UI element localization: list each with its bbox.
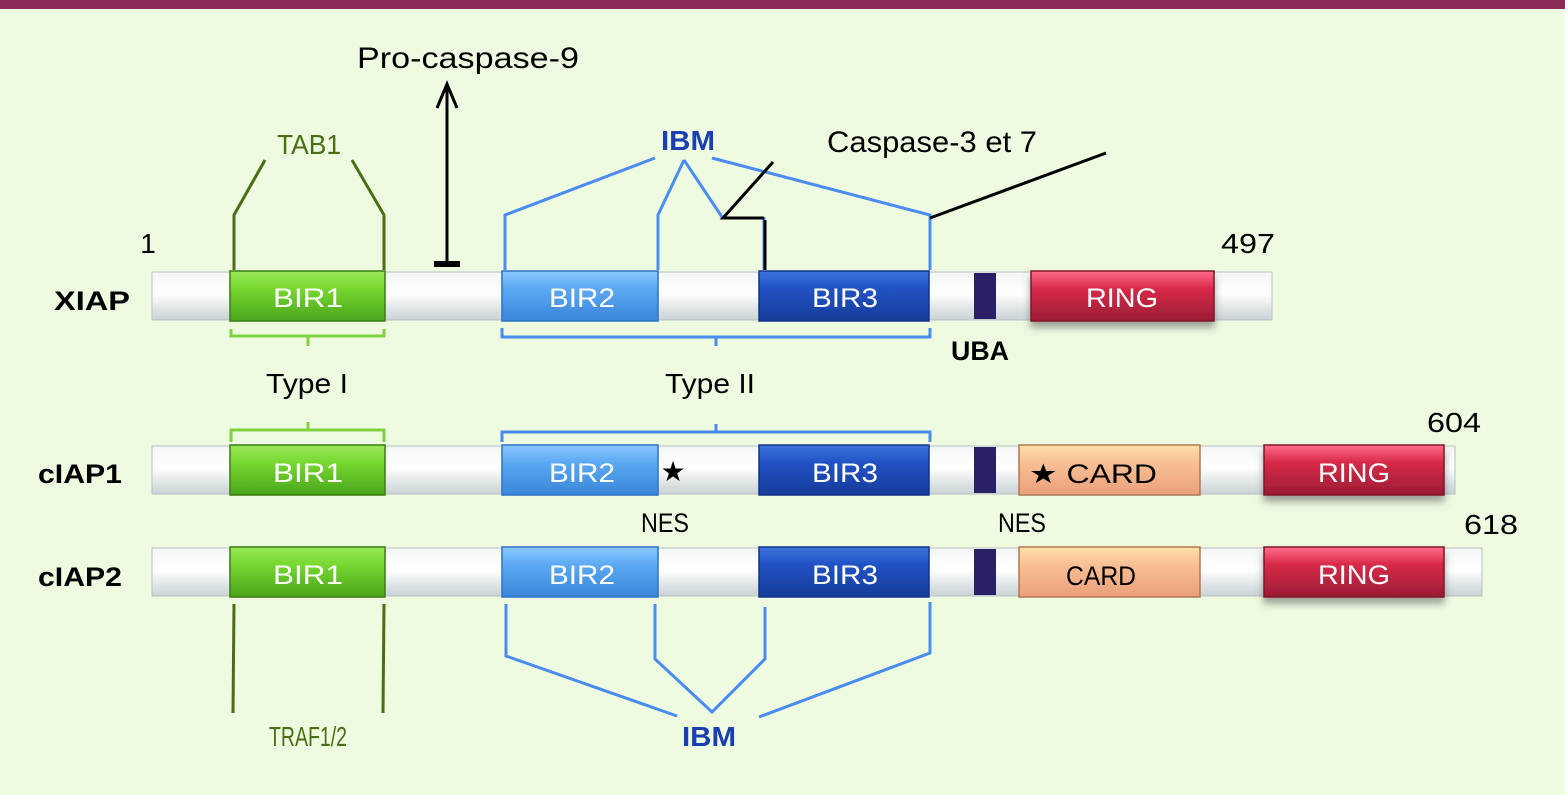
domain-label: BIR1 [273,458,343,488]
domain-label: RING [1086,283,1158,313]
nes-label-1: NES [641,508,689,538]
caspase-bracket [719,151,1107,270]
domain-bir3 [758,546,930,598]
type2-label: Type II [665,368,755,399]
pro-caspase-9-label: Pro-caspase-9 [357,42,579,75]
domain-card [1018,546,1201,598]
ibm-top-label: IBM [661,125,715,156]
domain-label: BIR2 [549,560,615,590]
ibm-bottom-bracket [504,602,932,719]
type1-label: Type I [266,368,348,399]
domain-label: BIR1 [273,283,343,313]
domain-label: BIR2 [549,283,615,313]
domain-label: BIR2 [549,458,615,488]
ibm-bottom-label: IBM [682,721,736,752]
domain-bir1 [229,444,386,496]
protein-length-ciap1: 604 [1427,407,1481,438]
domain-uba [974,447,996,493]
domain-label: CARD [1066,561,1136,591]
domain-bir1 [229,546,386,598]
protein-length-xiap: 497 [1221,228,1275,259]
domain-label: BIR1 [273,560,343,590]
header-bar [0,0,1565,9]
domain-ring [1030,270,1215,322]
protein-name-ciap1: cIAP1 [38,459,122,489]
nes-label-2: NES [998,508,1046,538]
domain-bir2 [501,270,659,322]
domain-ring [1263,546,1445,598]
domain-bir3 [758,444,930,496]
domain-uba [974,273,996,319]
protein-name-xiap: XIAP [54,286,130,316]
domain-ring [1263,444,1445,496]
type1-bracket-bottom [229,422,386,442]
domain-label: BIR3 [812,560,878,590]
traf1-2-label: TRAF1/2 [269,721,347,752]
inhibition-arrow [434,80,460,267]
domain-bir2 [501,546,659,598]
ibm-top-bracket [503,156,932,270]
domain-label: ★ CARD [1029,459,1157,489]
domain-bir1 [229,270,386,322]
type1-bracket-top [229,329,386,346]
protein-length-ciap2: 618 [1464,509,1518,540]
tab1-bracket [232,159,386,270]
protein-name-ciap2: cIAP2 [38,562,122,592]
type2-bracket-top [500,328,932,346]
protein-bar-xiap: BIR1 BIR2 BIR3 RING [151,270,1273,322]
protein-bar-ciap1: BIR1 BIR2 ★ BIR3 ★ CARD RING [151,444,1456,496]
type2-bracket-bottom [500,424,932,442]
nes-star-icon: ★ [660,455,685,488]
domain-card [1018,444,1201,496]
caspase-3-7-label: Caspase-3 et 7 [827,126,1037,159]
uba-label: UBA [951,336,1009,366]
domain-label: RING [1318,560,1390,590]
domain-label: BIR3 [812,458,878,488]
domain-label: BIR3 [812,283,878,313]
domain-bir3 [758,270,930,322]
protein-bar-ciap2: BIR1 BIR2 BIR3 CARD RING [151,546,1483,598]
start-residue-label: 1 [140,228,156,259]
domain-bir2 [501,444,659,496]
domain-label: RING [1318,458,1390,488]
domain-uba [974,549,996,595]
traf-bracket [231,603,386,714]
tab1-label: TAB1 [277,129,341,160]
